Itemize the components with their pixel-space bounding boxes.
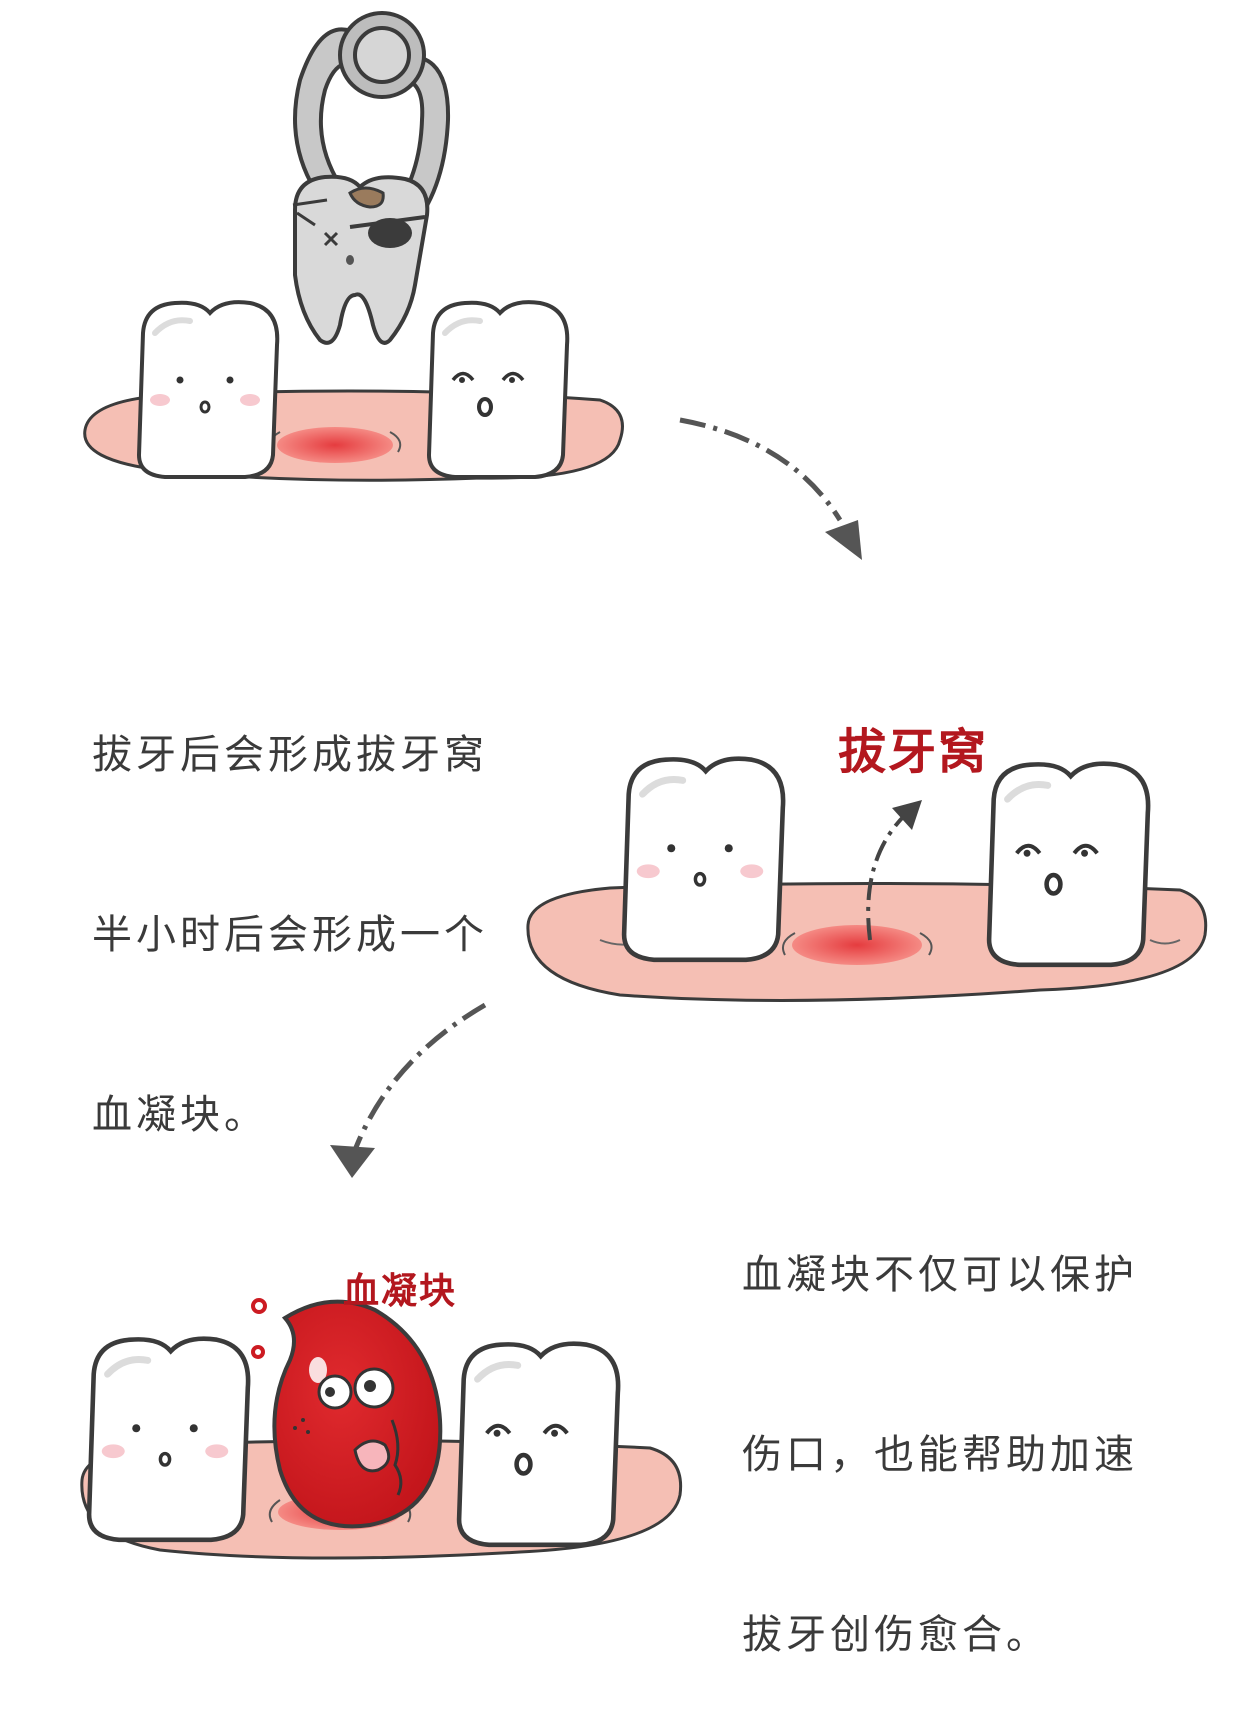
scene-extraction (83, 11, 624, 482)
blood-drop-icon (251, 1298, 267, 1314)
tooth-left (624, 759, 783, 960)
caption-line: 半小时后会形成一个 (92, 912, 488, 958)
extracted-tooth (292, 174, 430, 345)
caption-step-2: 血凝块不仅可以保护 伤口，也能帮助加速 拔牙创伤愈合。 (742, 1125, 1138, 1725)
caption-line: 伤口，也能帮助加速 (742, 1432, 1138, 1478)
caption-line: 血凝块。 (92, 1092, 268, 1138)
arrow-2-icon (330, 1002, 487, 1178)
label-socket: 拔牙窝 (838, 724, 989, 780)
blood-drop-icon (251, 1345, 265, 1359)
tooth-left (139, 302, 277, 477)
blood-clot-character-icon (251, 1298, 443, 1529)
tooth-right (429, 302, 567, 477)
arrow-1-icon (679, 417, 862, 560)
caption-line: 拔牙创伤愈合。 (742, 1612, 1050, 1658)
caption-step-1: 拔牙后会形成拔牙窝 半小时后会形成一个 血凝块。 (92, 605, 488, 1205)
tooth-right (459, 1344, 618, 1545)
socket (277, 427, 393, 463)
forceps-icon (293, 11, 451, 233)
tooth-right (989, 764, 1148, 965)
tooth-left (89, 1339, 248, 1540)
socket (792, 925, 922, 965)
caption-line: 血凝块不仅可以保护 (742, 1252, 1138, 1298)
label-clot: 血凝块 (343, 1271, 458, 1312)
caption-line: 拔牙后会形成拔牙窝 (92, 732, 488, 778)
tooth-extraction-illustration (80, 11, 1208, 1560)
scene-blood-clot (80, 1298, 683, 1560)
socket-pointer-arrow-icon (866, 800, 922, 941)
scene-socket (526, 759, 1208, 1002)
